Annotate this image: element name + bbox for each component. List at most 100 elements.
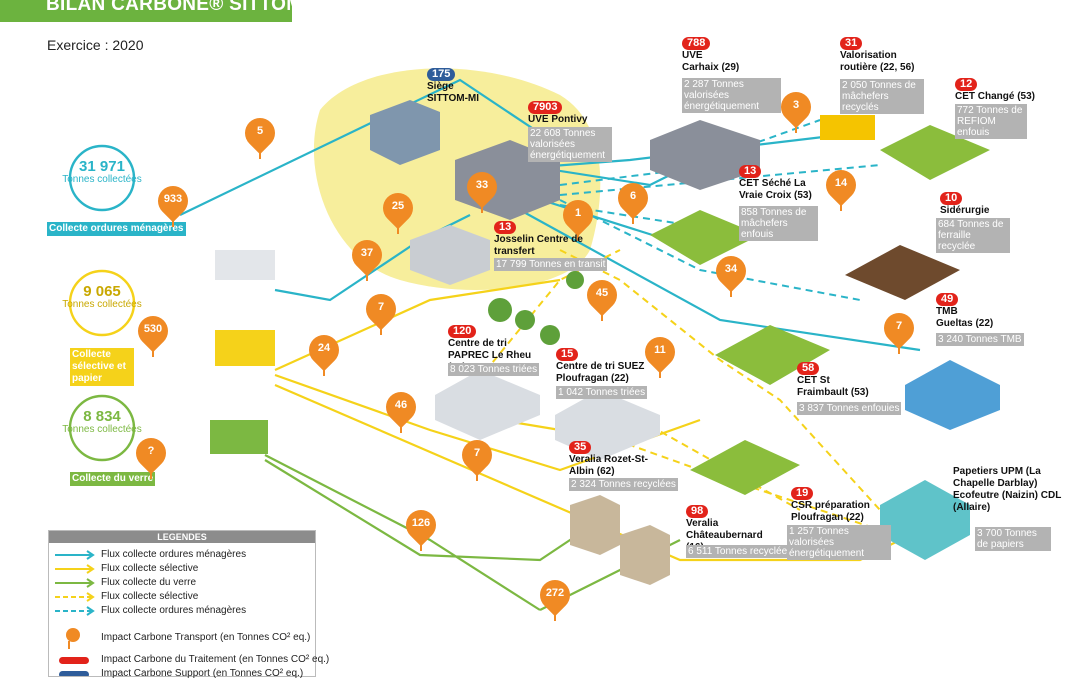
treatment-badge: 7903 xyxy=(528,101,563,114)
site-quantity: 8 023 Tonnes triées xyxy=(448,363,540,376)
building-verallia-2 xyxy=(620,525,670,585)
site-name: Siège SITTOM-MI xyxy=(427,81,480,104)
verre-amount: 8 834 xyxy=(83,408,121,425)
truck-sel xyxy=(215,330,275,366)
site-quantity: 2 324 Tonnes recyclées xyxy=(569,478,678,491)
om-unit: Tonnes collectées xyxy=(62,174,142,185)
collection-circles xyxy=(68,144,136,462)
treatment-badge: 15 xyxy=(556,348,579,361)
transport-pin: 1 xyxy=(556,193,600,242)
field-cet-seche xyxy=(650,210,760,265)
site-name: CET Changé (53) xyxy=(955,91,1036,102)
site-name: Valorisation routière (22, 56) xyxy=(840,50,915,73)
site-quantity: 3 837 Tonnes enfouies xyxy=(797,402,902,415)
truck-om xyxy=(215,250,275,280)
building-siege xyxy=(370,100,440,165)
transport-pin: 33 xyxy=(460,165,504,214)
treatment-badge: 58 xyxy=(797,362,820,375)
transport-pin: 7 xyxy=(877,306,921,355)
transport-pin: 6 xyxy=(611,176,655,225)
treatment-badge: 13 xyxy=(494,221,517,234)
sel-unit: Tonnes collectées xyxy=(62,299,142,310)
treatment-badge: 10 xyxy=(940,192,963,205)
transport-pin: 3 xyxy=(774,85,818,134)
treatment-badge: 49 xyxy=(936,293,959,306)
site-quantity: 1 257 Tonnes valorisées énergétiquement xyxy=(787,525,891,560)
truck-verre xyxy=(210,420,268,454)
site-quantity: 17 799 Tonnes en transit xyxy=(494,258,608,271)
site-quantity: 684 Tonnes de ferraille recyclée xyxy=(936,218,1010,253)
field-siderurgie xyxy=(845,245,960,300)
transport-pin: 272 xyxy=(533,573,577,622)
site-name: Sidérurgie xyxy=(940,205,990,216)
transport-impact-pin: 530 xyxy=(131,309,175,358)
transport-pin: 25 xyxy=(376,186,420,235)
site-name: Veralia Rozet-St-Albin (62) xyxy=(569,454,648,477)
site-name: Papetiers UPM (La Chapelle Darblay) Ecof… xyxy=(953,466,1062,513)
site-name: TMB Gueltas (22) xyxy=(936,306,994,329)
building-paprec xyxy=(435,370,540,440)
treatment-badge: 12 xyxy=(955,78,978,91)
page-title: BILAN CARBONE® SITTOM-MI xyxy=(46,0,331,15)
transport-pin: 24 xyxy=(302,328,346,377)
transport-impact-pin: 933 xyxy=(151,179,195,228)
transport-pin: 45 xyxy=(580,273,624,322)
site-name: UVE Pontivy xyxy=(528,114,588,125)
transport-pin: 11 xyxy=(638,330,682,379)
transport-pin: 7 xyxy=(455,433,499,482)
site-quantity: 22 608 Tonnes valorisées énergétiquement xyxy=(528,127,612,162)
tree xyxy=(488,298,512,322)
building-papetiers xyxy=(880,480,970,560)
building-verallia-1 xyxy=(570,495,620,555)
tree xyxy=(515,310,535,330)
truck-routiere xyxy=(820,115,875,140)
exercice-year: Exercice : 2020 xyxy=(47,37,144,53)
illustrations xyxy=(210,100,1000,585)
om-label: Collecte ordures ménagères xyxy=(47,222,186,236)
title-band xyxy=(0,0,292,22)
field-csr xyxy=(690,440,800,495)
treatment-badge: 98 xyxy=(686,505,709,518)
sel-amount: 9 065 xyxy=(83,283,121,300)
site-quantity: 3 240 Tonnes TMB xyxy=(936,333,1024,346)
building-uve-carhaix xyxy=(650,120,760,190)
circle-verre xyxy=(68,394,136,462)
site-quantity: 3 700 Tonnes de papiers xyxy=(975,527,1051,551)
site-quantity: 858 Tonnes de mâchefers enfouis xyxy=(739,206,818,241)
om-amount: 31 971 xyxy=(79,158,125,175)
site-quantity: 6 511 Tonnes recyclées xyxy=(686,545,795,558)
treatment-badge: 19 xyxy=(791,487,814,500)
legend-title: LEGENDES xyxy=(49,531,315,543)
treatment-badge: 13 xyxy=(739,165,762,178)
transport-pin: 5 xyxy=(238,111,282,160)
field-cet-fraimbault xyxy=(715,325,830,385)
support-badge: 175 xyxy=(427,68,456,81)
tree xyxy=(566,271,584,289)
sel-label: Collecte sélective et papier xyxy=(70,348,134,386)
site-quantity: 2 050 Tonnes de mâchefers recyclés xyxy=(840,79,924,114)
verre-unit: Tonnes collectées xyxy=(62,424,142,435)
building-josselin xyxy=(410,225,490,285)
transport-pin: 14 xyxy=(819,163,863,212)
tree xyxy=(540,325,560,345)
circle-sel xyxy=(68,269,136,337)
treatment-badge: 788 xyxy=(682,37,711,50)
transport-pin: 46 xyxy=(379,385,423,434)
site-name: Centre de tri SUEZ Ploufragan (22) xyxy=(556,361,645,384)
circle-om xyxy=(68,144,136,212)
transport-impact-pin: ? xyxy=(129,431,173,480)
transport-pin: 126 xyxy=(399,503,443,552)
transport-pin: 37 xyxy=(345,233,389,282)
site-name: UVE Carhaix (29) xyxy=(682,50,740,73)
site-name: Josselin Centre de transfert xyxy=(494,234,583,257)
transport-pin: 34 xyxy=(709,249,753,298)
verre-label: Collecte du verre xyxy=(70,472,156,486)
site-name: CSR préparation Ploufragan (22) xyxy=(791,500,870,523)
treatment-badge: 120 xyxy=(448,325,477,338)
site-quantity: 1 042 Tonnes triées xyxy=(556,386,648,399)
site-name: CET St Fraimbault (53) xyxy=(797,375,869,398)
site-name: CET Séché La Vraie Croix (53) xyxy=(739,178,812,201)
site-quantity: 2 287 Tonnes valorisées énergétiquement xyxy=(682,78,781,113)
treatment-badge: 35 xyxy=(569,441,592,454)
